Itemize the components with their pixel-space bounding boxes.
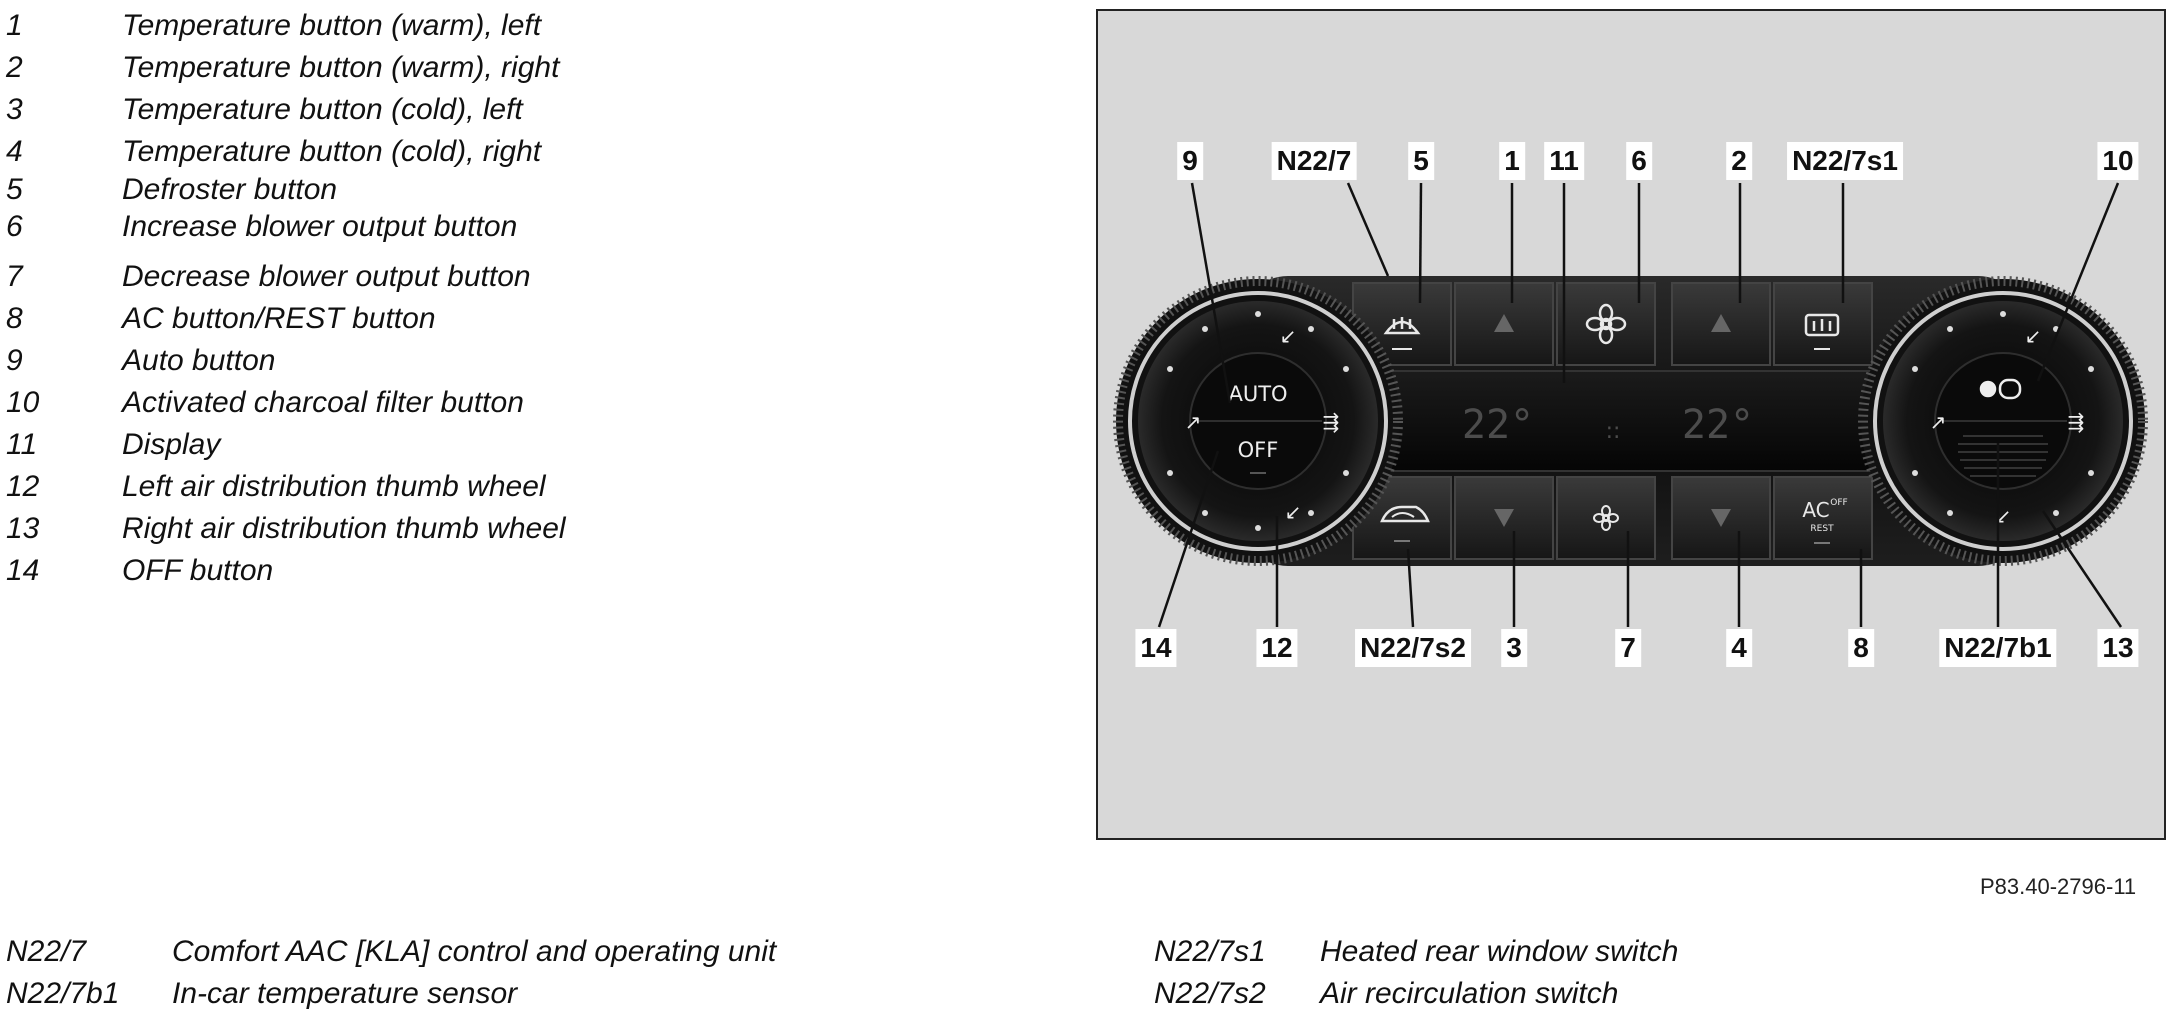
- control-unit-drawing: 22° :: 22° AC OFF REST: [1113, 182, 2148, 628]
- callout-label: 12: [1256, 629, 1298, 667]
- charcoal-filter-icon[interactable]: [1979, 378, 2022, 400]
- legend-number: 4: [6, 135, 23, 168]
- legend-text: Decrease blower output button: [122, 260, 531, 293]
- bottom-button-row: [1352, 476, 1873, 560]
- display-divider: ::: [1606, 419, 1621, 444]
- legend-number: 13: [6, 512, 40, 545]
- callout-label: N22/7s1: [1787, 142, 1903, 180]
- legend-number: 6: [6, 210, 23, 243]
- callout-label: N22/7b1: [1939, 629, 2057, 667]
- callout-label: 6: [1626, 142, 1652, 180]
- air-flow-icon: ⇶: [2068, 410, 2085, 434]
- display-left-temp: 22°: [1462, 402, 1534, 448]
- ac-rest-button[interactable]: [1773, 476, 1873, 560]
- legend-text: Temperature button (cold), right: [122, 135, 542, 168]
- callout-label: 3: [1501, 629, 1527, 667]
- callout-label: N22/7s2: [1355, 629, 1471, 667]
- callout-label: 8: [1848, 629, 1874, 667]
- display-panel: [1352, 370, 1874, 472]
- display-right-temp: 22°: [1682, 402, 1754, 448]
- recirculation-icon: [1380, 505, 1430, 542]
- rest-label: REST: [1810, 524, 1834, 534]
- callout-label: 11: [1544, 142, 1584, 180]
- arrow-up-icon: [1494, 314, 1514, 332]
- legend-text: Left air distribution thumb wheel: [122, 470, 546, 503]
- air-flow-icon: ↙: [2025, 324, 2042, 348]
- legend-text: Defroster button: [122, 173, 338, 206]
- legend-number: 3: [6, 93, 23, 126]
- legend-number: 1: [6, 9, 23, 42]
- rear-window-heater-icon: [1804, 313, 1840, 350]
- abbreviation-text: Heated rear window switch: [1320, 935, 1679, 968]
- legend-text: OFF button: [122, 554, 274, 587]
- legend-text: Auto button: [122, 344, 276, 377]
- arrow-down-icon: [1711, 509, 1731, 527]
- legend-number: 10: [6, 386, 40, 419]
- legend-number: 14: [6, 554, 40, 587]
- legend-text: AC button/REST button: [122, 302, 436, 335]
- callout-label: N22/7: [1271, 142, 1357, 180]
- left-thumb-wheel[interactable]: AUTO OFF ↙ ↗ ⇶ ↙: [1113, 276, 1403, 566]
- ac-off-superscript: OFF: [1830, 498, 1847, 508]
- air-flow-icon: ↗: [1930, 410, 1947, 434]
- callout-label: 5: [1408, 142, 1434, 180]
- callout-label: 9: [1177, 142, 1203, 180]
- air-flow-icon: ↙: [1280, 324, 1297, 348]
- legend-text: Increase blower output button: [122, 210, 518, 243]
- abbreviation-code: N22/7: [6, 935, 87, 968]
- defroster-icon: [1383, 317, 1421, 350]
- arrow-down-icon: [1494, 509, 1514, 527]
- arrow-up-icon: [1711, 314, 1731, 332]
- abbreviation-code: N22/7b1: [6, 977, 120, 1010]
- ac-button-label: AC: [1802, 498, 1829, 522]
- legend-number: 8: [6, 302, 23, 335]
- legend-text: Right air distribution thumb wheel: [122, 512, 566, 545]
- legend-text: Temperature button (warm), right: [122, 51, 560, 84]
- figure-code: P83.40-2796-11: [1980, 874, 2137, 899]
- callout-label: 14: [1135, 629, 1177, 667]
- abbreviation-text: In-car temperature sensor: [172, 977, 518, 1010]
- legend-number: 7: [6, 260, 23, 293]
- control-unit-figure: 22° :: 22° AC OFF REST: [1096, 9, 2166, 840]
- abbreviation-code: N22/7s1: [1154, 935, 1266, 968]
- callout-label: 2: [1726, 142, 1752, 180]
- right-thumb-wheel[interactable]: ↙ ↗ ⇶ ↙: [1858, 276, 2148, 566]
- auto-button-label[interactable]: AUTO: [1228, 382, 1287, 406]
- legend-number: 9: [6, 344, 23, 377]
- callout-label: 1: [1499, 142, 1525, 180]
- legend-number: 11: [6, 428, 38, 461]
- leader-lines: [1157, 182, 2123, 628]
- temperature-sensor-grille: [1958, 435, 2048, 477]
- legend-text: Temperature button (warm), left: [122, 9, 542, 42]
- blower-decrease-button[interactable]: [1556, 476, 1656, 560]
- callout-label: 7: [1615, 629, 1641, 667]
- callout-label: 10: [2097, 142, 2139, 180]
- fan-small-icon: [1593, 505, 1619, 531]
- callout-label: 4: [1726, 629, 1752, 667]
- air-flow-icon: ⇶: [1323, 410, 1340, 434]
- air-flow-icon: ↗: [1185, 410, 1202, 434]
- abbreviation-text: Air recirculation switch: [1320, 977, 1619, 1010]
- legend-number: 2: [6, 51, 23, 84]
- legend-text: Temperature button (cold), left: [122, 93, 523, 126]
- blower-increase-button[interactable]: [1556, 282, 1656, 366]
- legend-number: 12: [6, 470, 40, 503]
- legend-text: Display: [122, 428, 221, 461]
- fan-icon: [1585, 303, 1627, 345]
- callout-label: 13: [2097, 629, 2139, 667]
- abbreviation-text: Comfort AAC [KLA] control and operating …: [172, 935, 777, 968]
- top-button-row: [1352, 282, 1873, 366]
- legend-text: Activated charcoal filter button: [122, 386, 524, 419]
- air-flow-icon: ↙: [1285, 500, 1302, 524]
- abbreviation-code: N22/7s2: [1154, 977, 1266, 1010]
- legend-number: 5: [6, 173, 23, 206]
- off-button-label[interactable]: OFF: [1238, 438, 1279, 462]
